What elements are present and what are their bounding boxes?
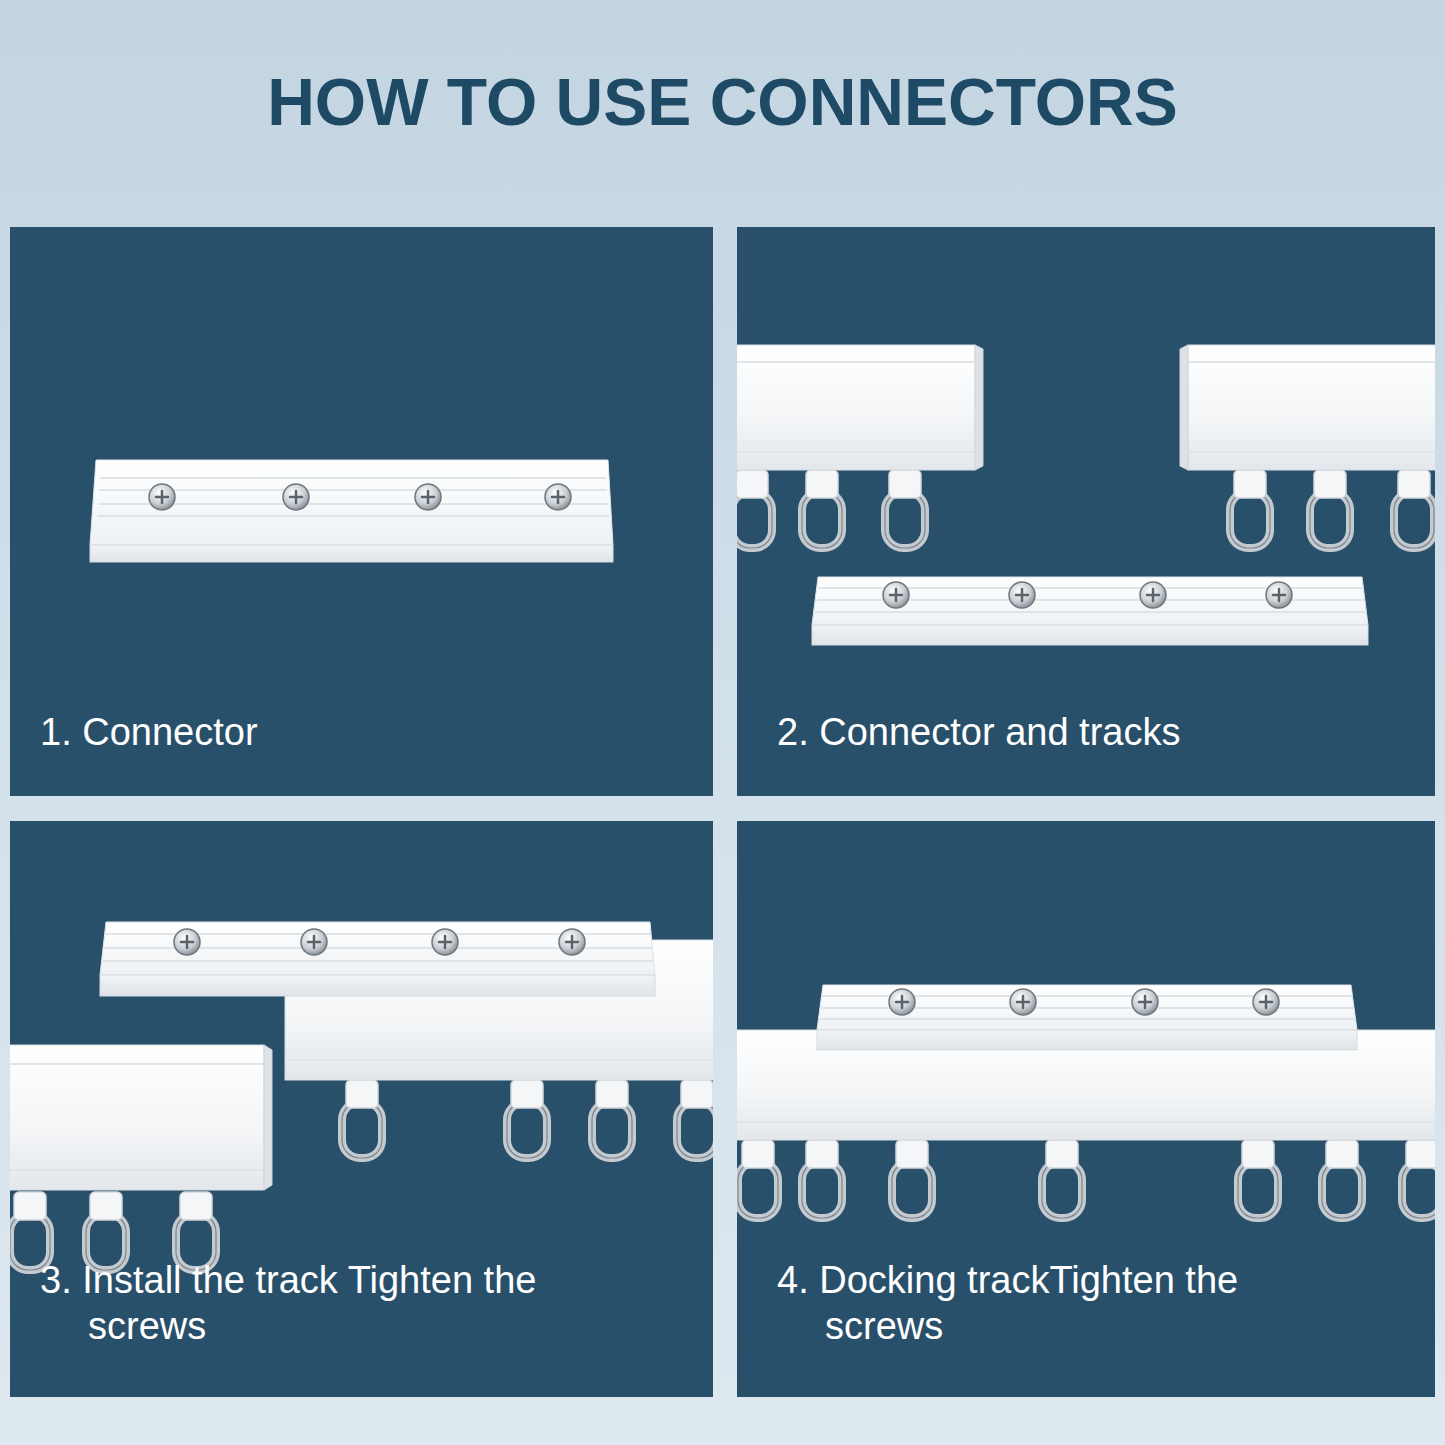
step-caption: 3. Install the track Tighten the screws [40, 1257, 605, 1349]
step-caption: 4. Docking trackTighten the screws [777, 1257, 1362, 1349]
step-panel: 2. Connector and tracks [737, 227, 1435, 796]
install-figure [10, 922, 713, 1270]
docked-figure [737, 985, 1435, 1218]
step-panel: 4. Docking trackTighten the screws [737, 821, 1435, 1397]
page-title: HOW TO USE CONNECTORS [0, 62, 1445, 142]
connector-figure [90, 460, 613, 562]
step-caption: 2. Connector and tracks [777, 709, 1407, 755]
tracks-figure [737, 345, 1435, 645]
step-panel: 3. Install the track Tighten the screws [10, 821, 713, 1397]
step-panel: 1. Connector [10, 227, 713, 796]
step-caption: 1. Connector [40, 709, 660, 755]
